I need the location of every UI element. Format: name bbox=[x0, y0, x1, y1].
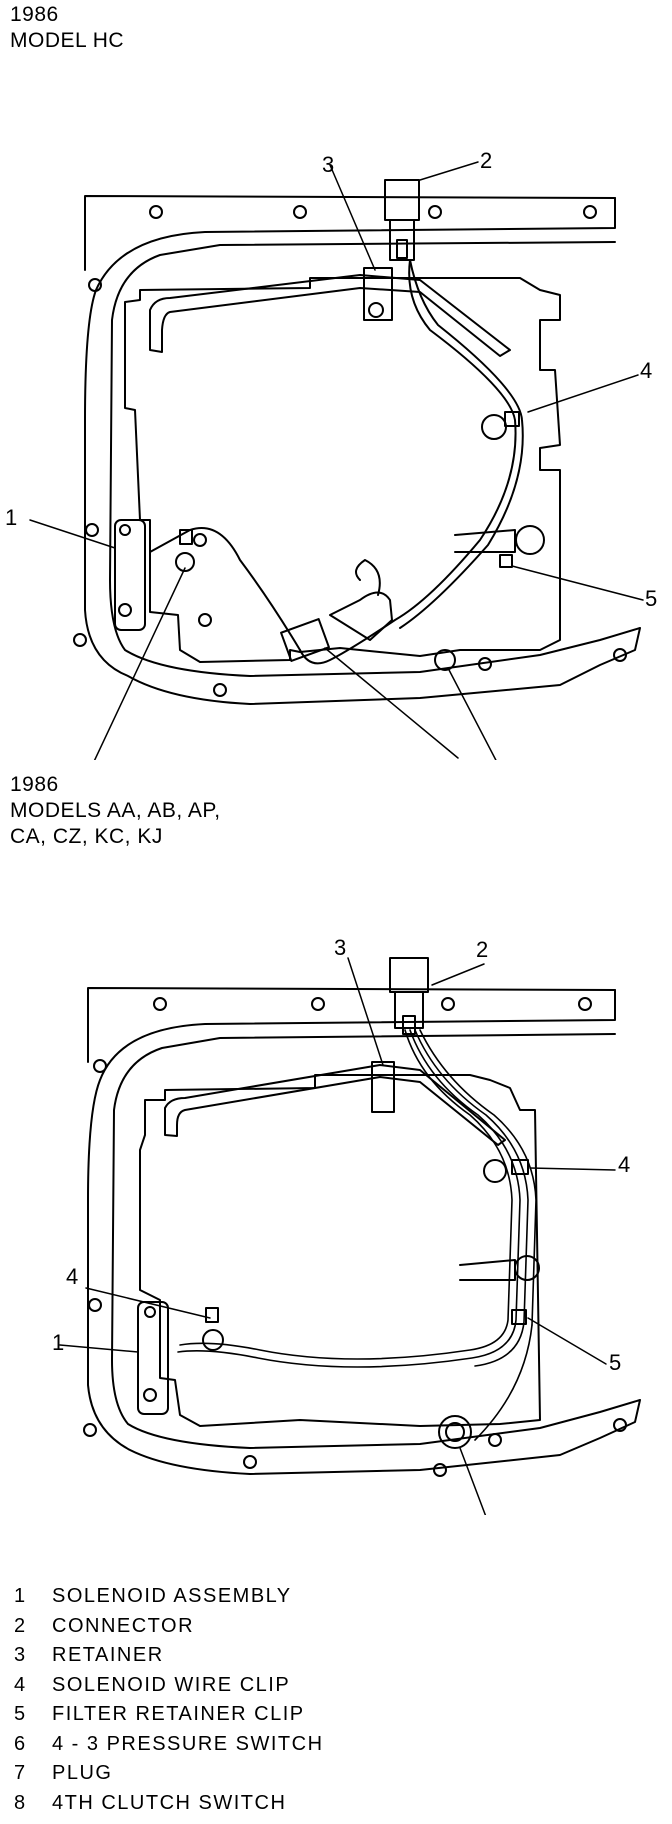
flange-bolt-holes bbox=[73, 205, 627, 697]
filter-retainer-clip-5 bbox=[514, 1255, 540, 1281]
diagram-2-models-line-1: MODELS AA, AB, AP, bbox=[10, 799, 221, 822]
solenoid-assembly-1 bbox=[114, 519, 146, 631]
callout-leaders bbox=[59, 957, 616, 1515]
pan-gasket-top bbox=[87, 987, 616, 1063]
callout-2-connector: 2 bbox=[480, 148, 492, 173]
diagram-1-year: 1986 bbox=[10, 3, 59, 26]
legend-label: 4 - 3 PRESSURE SWITCH bbox=[52, 1732, 324, 1755]
callout-5-filter-clip: 5 bbox=[609, 1350, 621, 1375]
connector-2 bbox=[384, 179, 420, 221]
pan-gasket-outline bbox=[84, 197, 641, 705]
callout-6-pressure-switch: 6 bbox=[446, 758, 458, 760]
callout-leaders bbox=[29, 161, 644, 760]
legend-number: 2 bbox=[14, 1614, 27, 1637]
model-hc-wiring-diagram: 3 2 4 1 5 4 6 7 bbox=[5, 148, 657, 760]
callout-1-solenoid: 1 bbox=[5, 505, 17, 530]
plug-7 bbox=[434, 649, 456, 671]
wire-clip-4-right bbox=[481, 414, 507, 440]
legend-item: 1 SOLENOID ASSEMBLY bbox=[14, 1582, 324, 1612]
legend-item: 8 4TH CLUTCH SWITCH bbox=[14, 1789, 324, 1819]
legend-label: PLUG bbox=[52, 1762, 113, 1784]
legend-number: 1 bbox=[14, 1585, 27, 1607]
legend-number: 8 bbox=[14, 1791, 27, 1814]
diagram-1-header: 1986 MODEL HC bbox=[10, 2, 124, 54]
valve-body bbox=[139, 1074, 541, 1427]
oil-tube bbox=[164, 1064, 506, 1146]
connector-2 bbox=[389, 957, 429, 993]
callout-3-retainer: 3 bbox=[334, 935, 346, 960]
oil-tube bbox=[149, 274, 511, 357]
diagram-1-model: MODEL HC bbox=[10, 29, 125, 52]
callout-2-connector: 2 bbox=[476, 937, 488, 962]
legend-label: 4TH CLUTCH SWITCH bbox=[52, 1791, 287, 1814]
solenoid-wire bbox=[299, 259, 517, 665]
legend-number: 6 bbox=[14, 1732, 27, 1755]
wire-clip-4-right bbox=[483, 1159, 507, 1183]
legend-label: SOLENOID WIRE CLIP bbox=[52, 1673, 291, 1696]
retainer-3 bbox=[363, 267, 393, 321]
legend-item: 5 FILTER RETAINER CLIP bbox=[14, 1700, 324, 1730]
legend-item: 2 CONNECTOR bbox=[14, 1612, 324, 1642]
valve-body bbox=[124, 277, 561, 663]
callout-4-wire-clip: 4 bbox=[640, 358, 652, 383]
diagram-2-year: 1986 bbox=[10, 773, 59, 796]
legend-label: SOLENOID ASSEMBLY bbox=[52, 1585, 292, 1607]
models-aa-wiring-diagram: 2 3 4 4 1 5 8 bbox=[52, 935, 641, 1515]
diagram-2-models-line-2: CA, CZ, KC, KJ bbox=[10, 825, 163, 848]
filter-retainer-clip-5 bbox=[499, 554, 513, 568]
legend-item: 3 RETAINER bbox=[14, 1641, 324, 1671]
solenoid-assembly-1 bbox=[137, 1301, 169, 1415]
callout-4-wire-clip-left: 4 bbox=[66, 1264, 78, 1289]
legend-label: CONNECTOR bbox=[52, 1614, 195, 1637]
callout-3-retainer: 3 bbox=[322, 152, 334, 177]
legend-number: 7 bbox=[14, 1762, 27, 1784]
legend-label: RETAINER bbox=[52, 1644, 164, 1666]
wire-clip-4-left bbox=[175, 552, 195, 572]
pan-gasket-top bbox=[84, 195, 616, 271]
wire-clip-4-left bbox=[202, 1329, 224, 1351]
solenoid-wire-harness bbox=[177, 1029, 537, 1441]
clutch-switch-8 bbox=[438, 1415, 472, 1449]
flange-bolt-holes bbox=[83, 997, 627, 1477]
legend-number: 3 bbox=[14, 1644, 27, 1666]
callout-4-wire-clip: 4 bbox=[618, 1152, 630, 1177]
legend-item: 6 4 - 3 PRESSURE SWITCH bbox=[14, 1730, 324, 1760]
pan-gasket-outline bbox=[87, 989, 641, 1475]
callout-5-filter-clip: 5 bbox=[645, 586, 657, 611]
legend-item: 4 SOLENOID WIRE CLIP bbox=[14, 1671, 324, 1701]
legend-item: 7 PLUG bbox=[14, 1759, 324, 1789]
retainer-3 bbox=[371, 1061, 395, 1113]
legend-number: 4 bbox=[14, 1673, 27, 1696]
diagram-2-header: 1986 MODELS AA, AB, AP, CA, CZ, KC, KJ bbox=[10, 772, 221, 850]
legend-number: 5 bbox=[14, 1703, 27, 1725]
legend-label: FILTER RETAINER CLIP bbox=[52, 1703, 305, 1725]
pressure-switch-6 bbox=[280, 618, 330, 662]
callout-1-solenoid: 1 bbox=[52, 1330, 64, 1355]
